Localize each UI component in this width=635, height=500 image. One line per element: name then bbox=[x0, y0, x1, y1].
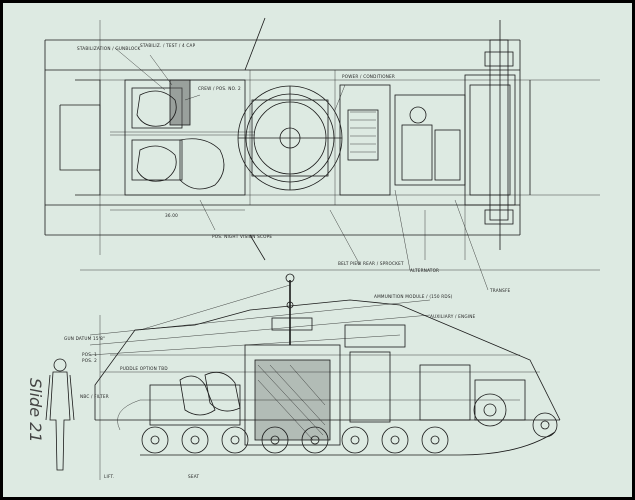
label-power: POWER / CONDITIONER bbox=[342, 74, 395, 79]
label-transfer: TRANSFE bbox=[489, 288, 511, 293]
label-bottom-2: SEAT bbox=[188, 474, 199, 479]
side-view-labels: BELT PIEW REAR / SPROCKET ALTERNATOR TRA… bbox=[64, 261, 511, 479]
label-stabilization: STABILIZATION / GUNBLOCK bbox=[77, 46, 140, 51]
label-aux: AUXILIARY / ENGINE bbox=[430, 314, 476, 319]
label-crew: CREW / POS. NO. 2 bbox=[198, 86, 241, 91]
top-view bbox=[44, 17, 600, 291]
label-sprocket: BELT PIEW REAR / SPROCKET bbox=[338, 261, 404, 266]
label-bottom-1: LIFT. bbox=[104, 474, 114, 479]
label-nbc: NBC / FILTER bbox=[80, 394, 109, 399]
slide-label: Slide 21 bbox=[26, 378, 45, 443]
side-view bbox=[45, 269, 600, 480]
label-puddle: PUDDLE OPTION TBD bbox=[120, 366, 168, 371]
label-periscope: POS. NIGHT VISION SCOPE bbox=[212, 234, 272, 239]
paper-sheet bbox=[3, 3, 632, 497]
label-dim: 36.00 bbox=[165, 213, 178, 218]
label-gun-datum: GUN DATUM 15'8" bbox=[64, 336, 105, 341]
human-scale-figure bbox=[45, 358, 75, 471]
label-pedestal: STABILIZ. / TEST / 4 CAP bbox=[140, 43, 196, 48]
label-pos1: POS. 1 bbox=[82, 352, 97, 357]
label-ammo: AMMUNITION MODULE / (150 RDS) bbox=[374, 294, 453, 299]
label-alternator: ALTERNATOR bbox=[410, 268, 439, 273]
label-pos2: POS. 2 bbox=[82, 358, 97, 363]
top-view-labels: STABILIZATION / GUNBLOCK STABILIZ. / TES… bbox=[77, 43, 395, 239]
